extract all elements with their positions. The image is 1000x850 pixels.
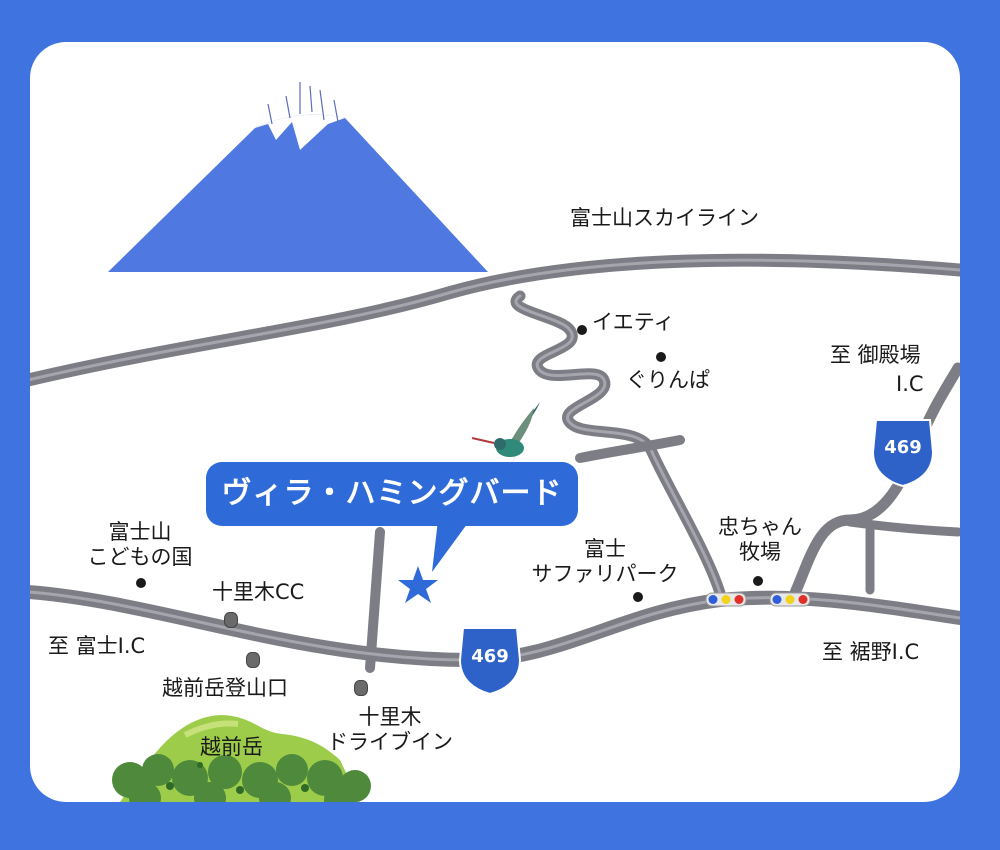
star-icon — [398, 566, 438, 603]
gotemba-ic-label: I.C — [896, 372, 924, 396]
road-network — [30, 253, 960, 673]
kodomo-label-line2: こどもの国 — [87, 544, 193, 569]
echizen-mountain — [112, 715, 371, 802]
to-fuji-ic-label: 至 富士I.C — [48, 634, 146, 658]
drivein-label-line1: 十里木 — [358, 705, 422, 729]
traffic-light-icon — [705, 592, 811, 607]
to-susono-ic-label: 至 裾野I.C — [822, 640, 920, 664]
drivein-label: 十里木 ドライブイン — [320, 705, 460, 755]
route-469-north-number: 469 — [884, 437, 922, 458]
yeti-label: イエティ — [592, 310, 675, 334]
chu-label-line1: 忠ちゃん — [718, 515, 802, 539]
chu-marker — [753, 576, 763, 586]
safari-label: 富士 サファリパーク — [520, 537, 690, 587]
chu-label-line2: 牧場 — [739, 539, 781, 564]
skyline-label: 富士山スカイライン — [570, 206, 759, 230]
kodomo-label-line1: 富士山 — [108, 520, 172, 544]
yeti-marker — [577, 325, 587, 335]
trailhead-marker — [246, 652, 260, 668]
safari-label-line1: 富士 — [584, 537, 626, 561]
villa-callout[interactable]: ヴィラ・ハミングバード — [206, 462, 578, 526]
jurigi-cc-label: 十里木CC — [212, 580, 305, 604]
chu-label: 忠ちゃん 牧場 — [705, 515, 815, 565]
drivein-marker — [354, 680, 368, 696]
kodomo-label: 富士山 こどもの国 — [70, 520, 210, 570]
route-469-shield — [458, 627, 522, 696]
mount-fuji — [108, 82, 488, 273]
jurigi-cc-marker — [224, 612, 238, 628]
kodomo-marker — [136, 578, 146, 588]
to-gotemba-label: 至 御殿場 — [830, 343, 921, 367]
route-469-shield-north — [871, 419, 935, 488]
skyline-road — [30, 253, 960, 387]
trailhead-label: 越前岳登山口 — [162, 676, 288, 700]
safari-label-line2: サファリパーク — [531, 561, 679, 586]
route-469-number: 469 — [471, 646, 509, 667]
villa-name: ヴィラ・ハミングバード — [221, 476, 563, 511]
grinpa-marker — [656, 352, 666, 362]
safari-marker — [633, 592, 643, 602]
drivein-label-line2: ドライブイン — [327, 729, 453, 754]
grinpa-label: ぐりんぱ — [626, 368, 710, 392]
echizendake-label: 越前岳 — [200, 735, 263, 759]
hummingbird-icon — [471, 402, 540, 476]
